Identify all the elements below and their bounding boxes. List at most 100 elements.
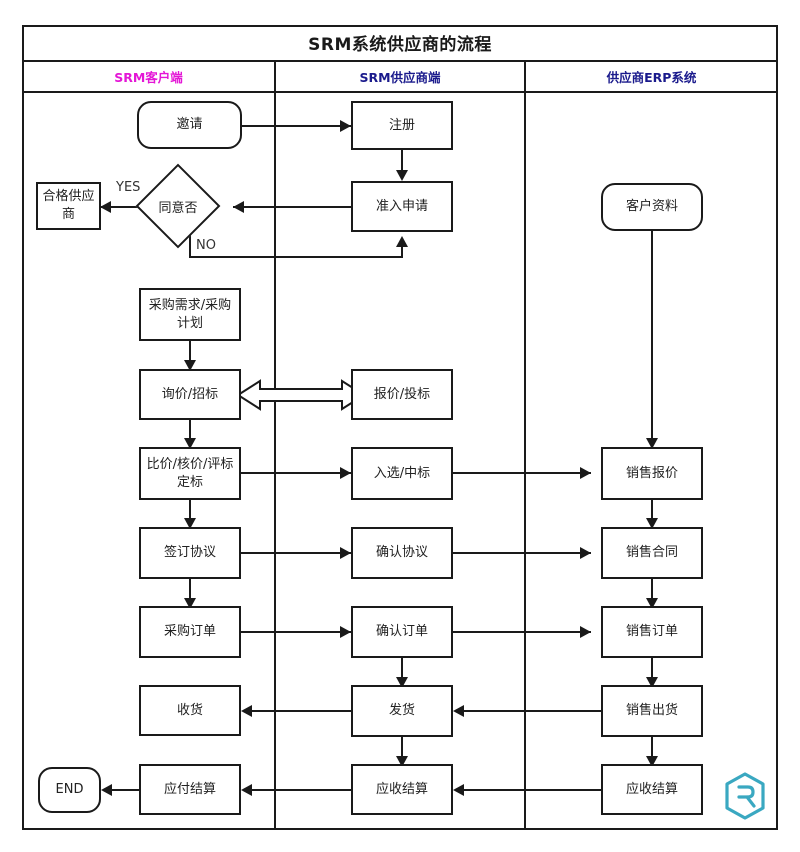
- edge-receivables-payable: [252, 789, 351, 791]
- node-purchase-order-label: 采购订单: [163, 624, 216, 640]
- node-sales-contract[interactable]: 销售合同: [601, 527, 703, 579]
- node-confirm-agreement-label: 确认协议: [375, 545, 428, 561]
- edge-salesdelivery-receivable-erp: [651, 737, 653, 761]
- node-compare-evaluate-label: 比价/核价/评标定标: [146, 456, 234, 490]
- edge-confirmorder-salesorder: [453, 631, 591, 633]
- diagram-frame: [22, 25, 778, 830]
- lane-divider-2: [524, 62, 526, 830]
- arrowhead-ship-receive: [241, 705, 252, 717]
- node-sales-quote-label: 销售报价: [625, 465, 678, 481]
- arrowhead-register-admission: [396, 170, 408, 181]
- node-invite[interactable]: 邀请: [137, 101, 242, 149]
- edge-receivableerp-receivables: [464, 789, 601, 791]
- arrowhead-receivables-payable: [241, 784, 252, 796]
- node-sales-delivery[interactable]: 销售出货: [601, 685, 703, 737]
- arrowhead-customerdata-salesquote: [646, 438, 658, 449]
- node-receivable-settlement-erp[interactable]: 应收结算: [601, 764, 703, 815]
- edge-inquiry-compare: [189, 420, 191, 443]
- arrowhead-invite-register: [340, 120, 351, 132]
- node-quote-bid[interactable]: 报价/投标: [351, 369, 453, 420]
- edge-invite-register: [241, 125, 351, 127]
- edge-sign-purchaseorder: [189, 579, 191, 603]
- node-ship-goods[interactable]: 发货: [351, 685, 453, 737]
- arrowhead-req-inquiry: [184, 360, 196, 371]
- edge-label-no: NO: [196, 238, 216, 253]
- node-compare-evaluate[interactable]: 比价/核价/评标定标: [139, 447, 241, 500]
- node-sales-quote[interactable]: 销售报价: [601, 447, 703, 500]
- edge-confirmagree-salescontract: [453, 552, 591, 554]
- edge-agree-qualified: [100, 206, 148, 208]
- lane-header-client: SRM客户端: [22, 62, 275, 93]
- lane-divider-1: [274, 62, 276, 830]
- edge-customerdata-salesquote: [651, 231, 653, 443]
- node-inquiry-tender-label: 询价/招标: [161, 386, 219, 402]
- node-purchase-requirement-label: 采购需求/采购计划: [148, 297, 232, 331]
- lane-header-supplier: SRM供应商端: [275, 62, 525, 93]
- arrowhead-ship-receivable: [396, 756, 408, 767]
- diagram-title: SRM系统供应商的流程: [22, 25, 778, 62]
- node-receive-goods-label: 收货: [176, 702, 203, 718]
- arrowhead-salesdelivery-ship: [453, 705, 464, 717]
- node-ship-goods-label: 发货: [388, 703, 415, 719]
- node-confirm-agreement[interactable]: 确认协议: [351, 527, 453, 579]
- node-selected-winning-bid[interactable]: 入选/中标: [351, 447, 453, 500]
- edge-req-inquiry: [189, 340, 191, 364]
- node-sign-agreement-label: 签订协议: [163, 545, 216, 561]
- edge-admission-agree: [233, 206, 353, 208]
- arrowhead-compare-selected: [340, 467, 351, 479]
- node-receivable-settlement-supplier-label: 应收结算: [375, 781, 428, 797]
- arrowhead-compare-sign: [184, 518, 196, 529]
- arrowhead-sign-confirmagree: [340, 547, 351, 559]
- node-admission-application[interactable]: 准入申请: [351, 181, 453, 232]
- arrowhead-payable-end: [101, 784, 112, 796]
- edge-agree-no-down: [189, 232, 191, 258]
- node-end-label: END: [55, 782, 84, 798]
- node-purchase-order[interactable]: 采购订单: [139, 606, 241, 658]
- edge-compare-selected: [241, 472, 351, 474]
- arrowhead-admission-agree: [233, 201, 244, 213]
- node-sales-delivery-label: 销售出货: [625, 703, 678, 719]
- node-register[interactable]: 注册: [351, 101, 453, 150]
- node-inquiry-tender[interactable]: 询价/招标: [139, 369, 241, 420]
- node-confirm-order[interactable]: 确认订单: [351, 606, 453, 658]
- edge-label-yes: YES: [116, 180, 141, 195]
- edge-ship-receivable: [401, 737, 403, 761]
- node-qualified-supplier[interactable]: 合格供应商: [36, 182, 101, 230]
- arrowhead-salesdelivery-receivable-erp: [646, 756, 658, 767]
- node-invite-label: 邀请: [176, 117, 203, 133]
- edge-salescontract-salesorder: [651, 579, 653, 603]
- node-admission-application-label: 准入申请: [375, 198, 428, 214]
- arrowhead-salescontract-salesorder: [646, 598, 658, 609]
- arrowhead-sign-purchaseorder: [184, 598, 196, 609]
- node-customer-data-label: 客户资料: [625, 199, 678, 215]
- brand-logo-icon: [725, 772, 765, 820]
- node-sales-order-label: 销售订单: [625, 624, 678, 640]
- node-sales-order[interactable]: 销售订单: [601, 606, 703, 658]
- arrowhead-confirmorder-ship: [396, 677, 408, 688]
- node-confirm-order-label: 确认订单: [375, 624, 428, 640]
- node-register-label: 注册: [388, 117, 415, 133]
- arrowhead-inquiry-compare: [184, 438, 196, 449]
- node-purchase-requirement[interactable]: 采购需求/采购计划: [139, 288, 241, 341]
- edge-confirmorder-ship: [401, 658, 403, 682]
- node-receivable-settlement-supplier[interactable]: 应收结算: [351, 764, 453, 815]
- arrowhead-confirmagree-salescontract: [580, 547, 591, 559]
- node-receive-goods[interactable]: 收货: [139, 685, 241, 736]
- arrowhead-salesorder-salesdelivery: [646, 677, 658, 688]
- node-sign-agreement[interactable]: 签订协议: [139, 527, 241, 579]
- arrowhead-salesquote-salescontract: [646, 518, 658, 529]
- edge-agree-no-up: [401, 247, 403, 258]
- edge-register-admission: [401, 150, 403, 175]
- lane-header-erp: 供应商ERP系统: [525, 62, 778, 93]
- node-payable-settlement[interactable]: 应付结算: [139, 764, 241, 815]
- node-receivable-settlement-erp-label: 应收结算: [625, 781, 678, 797]
- edge-purchaseorder-confirmorder: [241, 631, 351, 633]
- edge-ship-receive: [252, 710, 351, 712]
- edge-payable-end: [112, 789, 140, 791]
- node-agree-decision[interactable]: 同意否: [135, 163, 221, 249]
- node-sales-contract-label: 销售合同: [625, 545, 678, 561]
- node-customer-data[interactable]: 客户资料: [601, 183, 703, 231]
- arrowhead-agree-qualified: [100, 201, 111, 213]
- node-end[interactable]: END: [38, 767, 101, 813]
